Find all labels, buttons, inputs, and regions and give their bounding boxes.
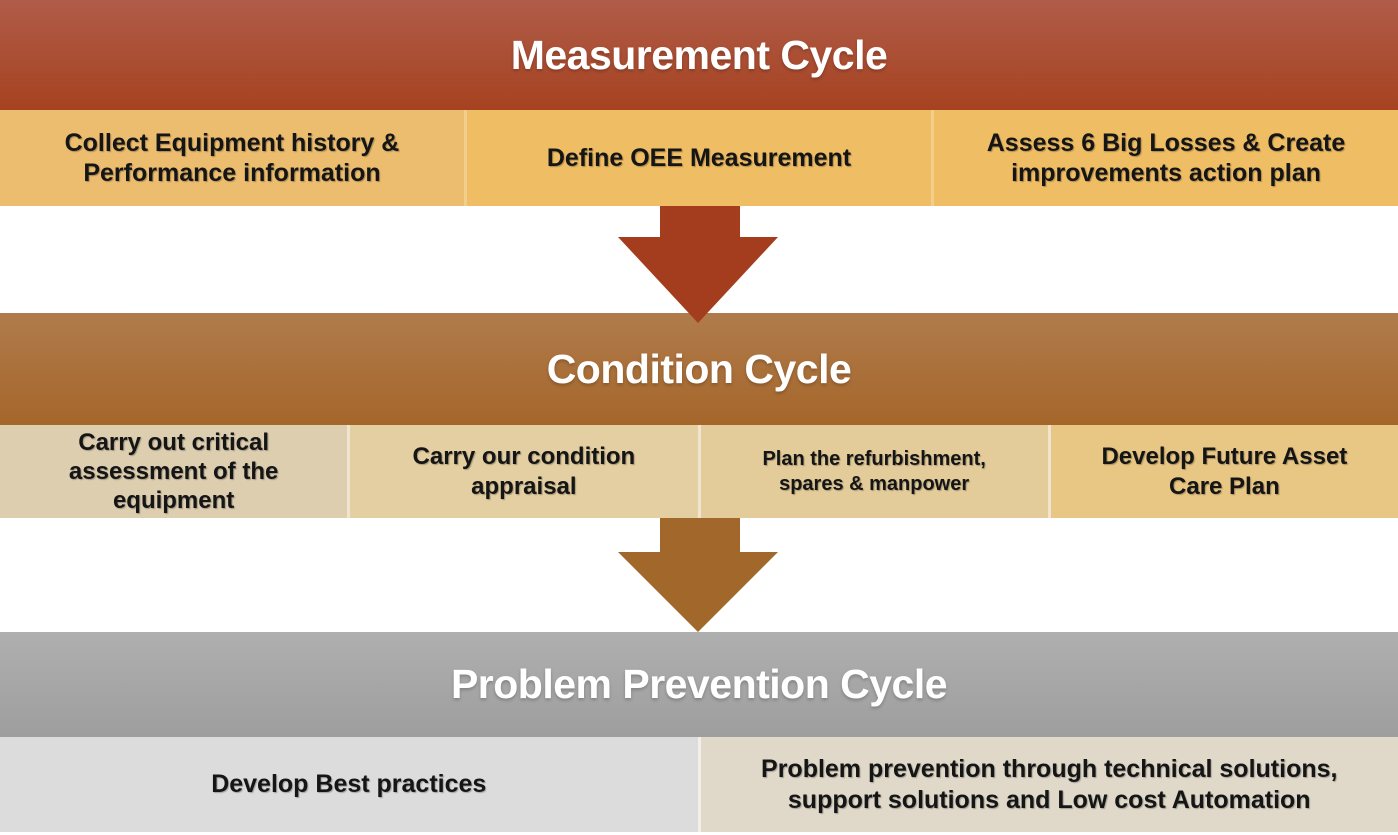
step-label: Define OEE Measurement [546, 143, 852, 172]
step-label: Carry our condition appraisal [412, 443, 636, 500]
problem-step-technical-solutions: Problem prevention through technical sol… [700, 737, 1398, 832]
measurement-steps-row: Collect Equipment history & Performance … [0, 110, 1398, 206]
condition-step-condition-appraisal: Carry our condition appraisal [350, 425, 698, 518]
measurement-step-define-oee: Define OEE Measurement [467, 110, 931, 206]
step-label: Problem prevention through technical sol… [761, 755, 1338, 814]
measurement-step-assess-losses: Assess 6 Big Losses & Create improvement… [934, 110, 1398, 206]
step-label: Develop Best practices [211, 770, 487, 799]
step-label: Assess 6 Big Losses & Create improvement… [986, 128, 1346, 188]
measurement-step-collect-history: Collect Equipment history & Performance … [0, 110, 464, 206]
condition-step-plan-refurbishment: Plan the refurbishment, spares & manpowe… [700, 425, 1048, 518]
down-arrow-icon [618, 518, 778, 632]
problem-prevention-steps-row: Develop Best practices Problem preventio… [0, 737, 1398, 832]
condition-step-critical-assessment: Carry out critical assessment of the equ… [0, 425, 348, 518]
step-label: Collect Equipment history & Performance … [64, 128, 400, 188]
condition-steps-row: Carry out critical assessment of the equ… [0, 425, 1398, 518]
measurement-cycle-title: Measurement Cycle [510, 31, 888, 78]
condition-step-future-asset-care: Develop Future Asset Care Plan [1050, 425, 1398, 518]
problem-prevention-cycle-title: Problem Prevention Cycle [450, 661, 948, 707]
step-label: Develop Future Asset Care Plan [1101, 443, 1348, 500]
step-label: Plan the refurbishment, spares & manpowe… [762, 448, 986, 495]
problem-step-best-practices: Develop Best practices [0, 737, 698, 832]
down-arrow-icon [618, 206, 778, 323]
condition-cycle-title: Condition Cycle [546, 345, 852, 392]
condition-cycle-band: Condition Cycle [0, 313, 1398, 425]
measurement-cycle-band: Measurement Cycle [0, 0, 1398, 110]
problem-prevention-cycle-band: Problem Prevention Cycle [0, 632, 1398, 737]
step-label: Carry out critical assessment of the equ… [68, 428, 279, 515]
